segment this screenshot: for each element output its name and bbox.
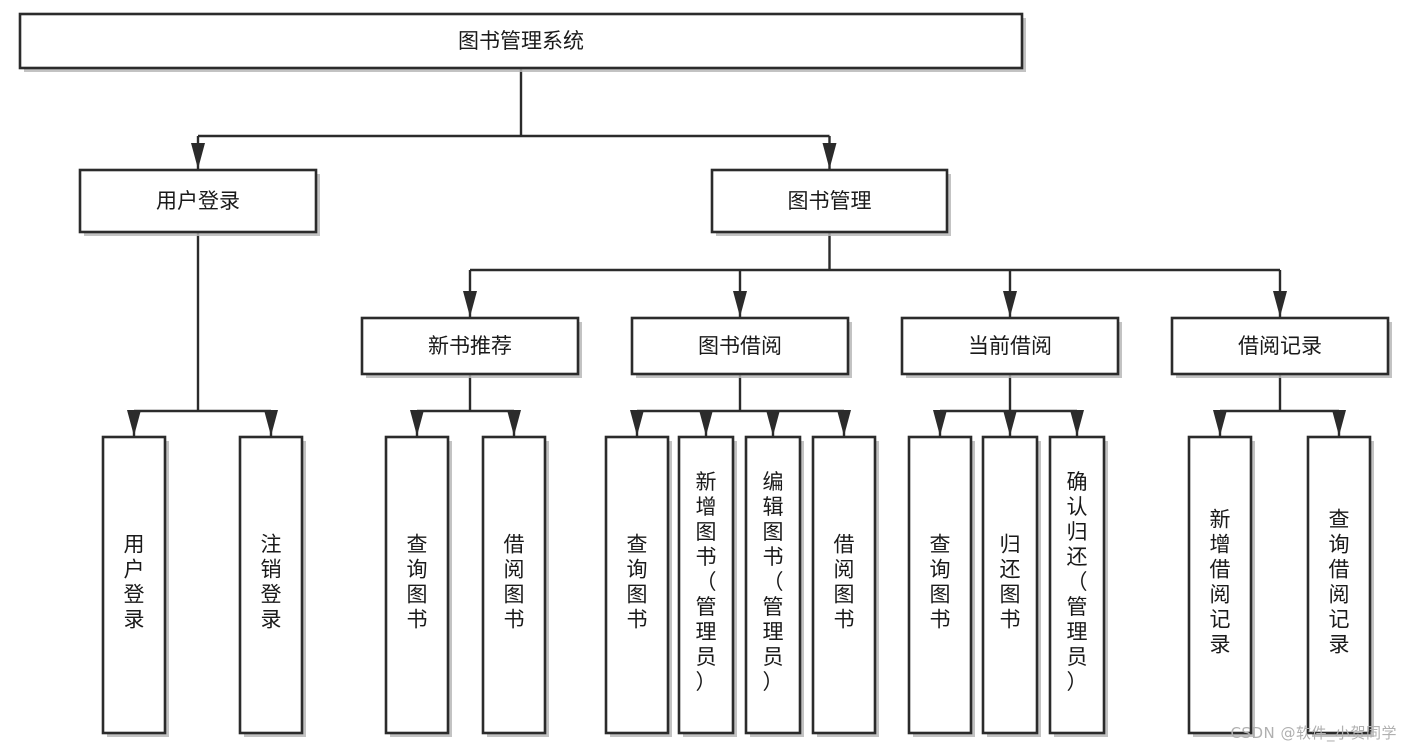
node-book-management[interactable]: 图书管理 bbox=[710, 168, 951, 236]
node-label: 新增借阅记录 bbox=[1210, 508, 1231, 657]
node-current-borrow[interactable]: 当前借阅 bbox=[900, 316, 1122, 378]
node-book-borrow[interactable]: 图书借阅 bbox=[630, 316, 852, 378]
node-outline bbox=[907, 435, 973, 735]
node-outline bbox=[18, 12, 1024, 70]
node-outline bbox=[1187, 435, 1253, 735]
node-outline bbox=[360, 316, 580, 376]
node-leaf-add-book[interactable]: 新增图书（管理员） bbox=[677, 435, 737, 737]
node-label: 归还图书 bbox=[1000, 533, 1021, 632]
node-leaf-confirm-return[interactable]: 确认归还（管理员） bbox=[1048, 435, 1108, 737]
arrow-head bbox=[837, 410, 851, 436]
node-label: 借阅记录 bbox=[1238, 334, 1322, 358]
arrow-head bbox=[410, 410, 424, 436]
node-undefined[interactable]: 图书管理系统 bbox=[18, 12, 1026, 72]
node-outline bbox=[481, 435, 547, 735]
arrow-head bbox=[699, 410, 713, 436]
node-leaf-edit-book[interactable]: 编辑图书（管理员） bbox=[744, 435, 804, 737]
arrow-head bbox=[127, 410, 141, 436]
watermark-text: CSDN @软件_小贺同学 bbox=[1230, 724, 1397, 742]
node-label: 新书推荐 bbox=[428, 334, 512, 358]
arrow-head bbox=[766, 410, 780, 436]
arrow-head bbox=[264, 410, 278, 436]
node-label: 注销登录 bbox=[261, 533, 282, 632]
node-leaf-query-book-2[interactable]: 查询图书 bbox=[604, 435, 672, 737]
node-label: 编辑图书（管理员） bbox=[763, 470, 784, 694]
node-outline bbox=[1048, 435, 1106, 735]
arrow-head bbox=[1332, 410, 1346, 436]
node-outline bbox=[1170, 316, 1390, 376]
node-leaf-query-record[interactable]: 查询借阅记录 bbox=[1306, 435, 1374, 737]
node-label: 查询图书 bbox=[407, 533, 428, 632]
node-borrow-record[interactable]: 借阅记录 bbox=[1170, 316, 1392, 378]
arrow-head bbox=[630, 410, 644, 436]
node-label: 用户登录 bbox=[124, 533, 145, 632]
node-outline bbox=[101, 435, 167, 735]
node-leaf-query-book-3[interactable]: 查询图书 bbox=[907, 435, 975, 737]
node-leaf-user-login[interactable]: 用户登录 bbox=[101, 435, 169, 737]
node-leaf-return-book[interactable]: 归还图书 bbox=[981, 435, 1041, 737]
node-new-book-recommend[interactable]: 新书推荐 bbox=[360, 316, 582, 378]
node-label: 用户登录 bbox=[156, 189, 240, 213]
node-user-login[interactable]: 用户登录 bbox=[78, 168, 320, 236]
node-leaf-borrow-book-1[interactable]: 借阅图书 bbox=[481, 435, 549, 737]
arrow-head bbox=[1273, 291, 1287, 317]
node-leaf-query-book-1[interactable]: 查询图书 bbox=[384, 435, 452, 737]
node-label: 借阅图书 bbox=[504, 533, 525, 632]
nodes-layer: 图书管理系统用户登录图书管理新书推荐图书借阅当前借阅借阅记录用户登录注销登录查询… bbox=[18, 12, 1392, 737]
arrow-head bbox=[1070, 410, 1084, 436]
arrow-head bbox=[1003, 410, 1017, 436]
node-leaf-logout[interactable]: 注销登录 bbox=[238, 435, 306, 737]
node-label: 借阅图书 bbox=[834, 533, 855, 632]
node-outline bbox=[384, 435, 450, 735]
node-label: 查询借阅记录 bbox=[1329, 508, 1350, 657]
node-leaf-add-record[interactable]: 新增借阅记录 bbox=[1187, 435, 1255, 737]
node-label: 新增图书（管理员） bbox=[696, 470, 717, 694]
node-outline bbox=[604, 435, 670, 735]
node-outline bbox=[811, 435, 877, 735]
node-outline bbox=[981, 435, 1039, 735]
node-label: 确认归还（管理员） bbox=[1067, 470, 1088, 694]
node-outline bbox=[744, 435, 802, 735]
node-label: 查询图书 bbox=[930, 533, 951, 632]
arrow-head bbox=[507, 410, 521, 436]
node-outline bbox=[1306, 435, 1372, 735]
node-leaf-borrow-book-2[interactable]: 借阅图书 bbox=[811, 435, 879, 737]
connectors-layer bbox=[127, 68, 1346, 436]
node-label: 当前借阅 bbox=[968, 334, 1052, 358]
arrow-head bbox=[933, 410, 947, 436]
node-label: 查询图书 bbox=[627, 533, 648, 632]
arrow-head bbox=[191, 143, 205, 169]
arrow-head bbox=[1213, 410, 1227, 436]
node-outline bbox=[238, 435, 304, 735]
arrow-head bbox=[463, 291, 477, 317]
arrow-head bbox=[1003, 291, 1017, 317]
node-outline bbox=[78, 168, 318, 234]
node-outline bbox=[710, 168, 949, 234]
node-label: 图书管理 bbox=[788, 189, 872, 213]
arrow-head bbox=[822, 143, 837, 169]
node-outline bbox=[630, 316, 850, 376]
node-label: 图书借阅 bbox=[698, 334, 782, 358]
arrow-head bbox=[733, 291, 747, 317]
node-outline bbox=[677, 435, 735, 735]
node-label: 图书管理系统 bbox=[458, 29, 584, 53]
node-outline bbox=[900, 316, 1120, 376]
